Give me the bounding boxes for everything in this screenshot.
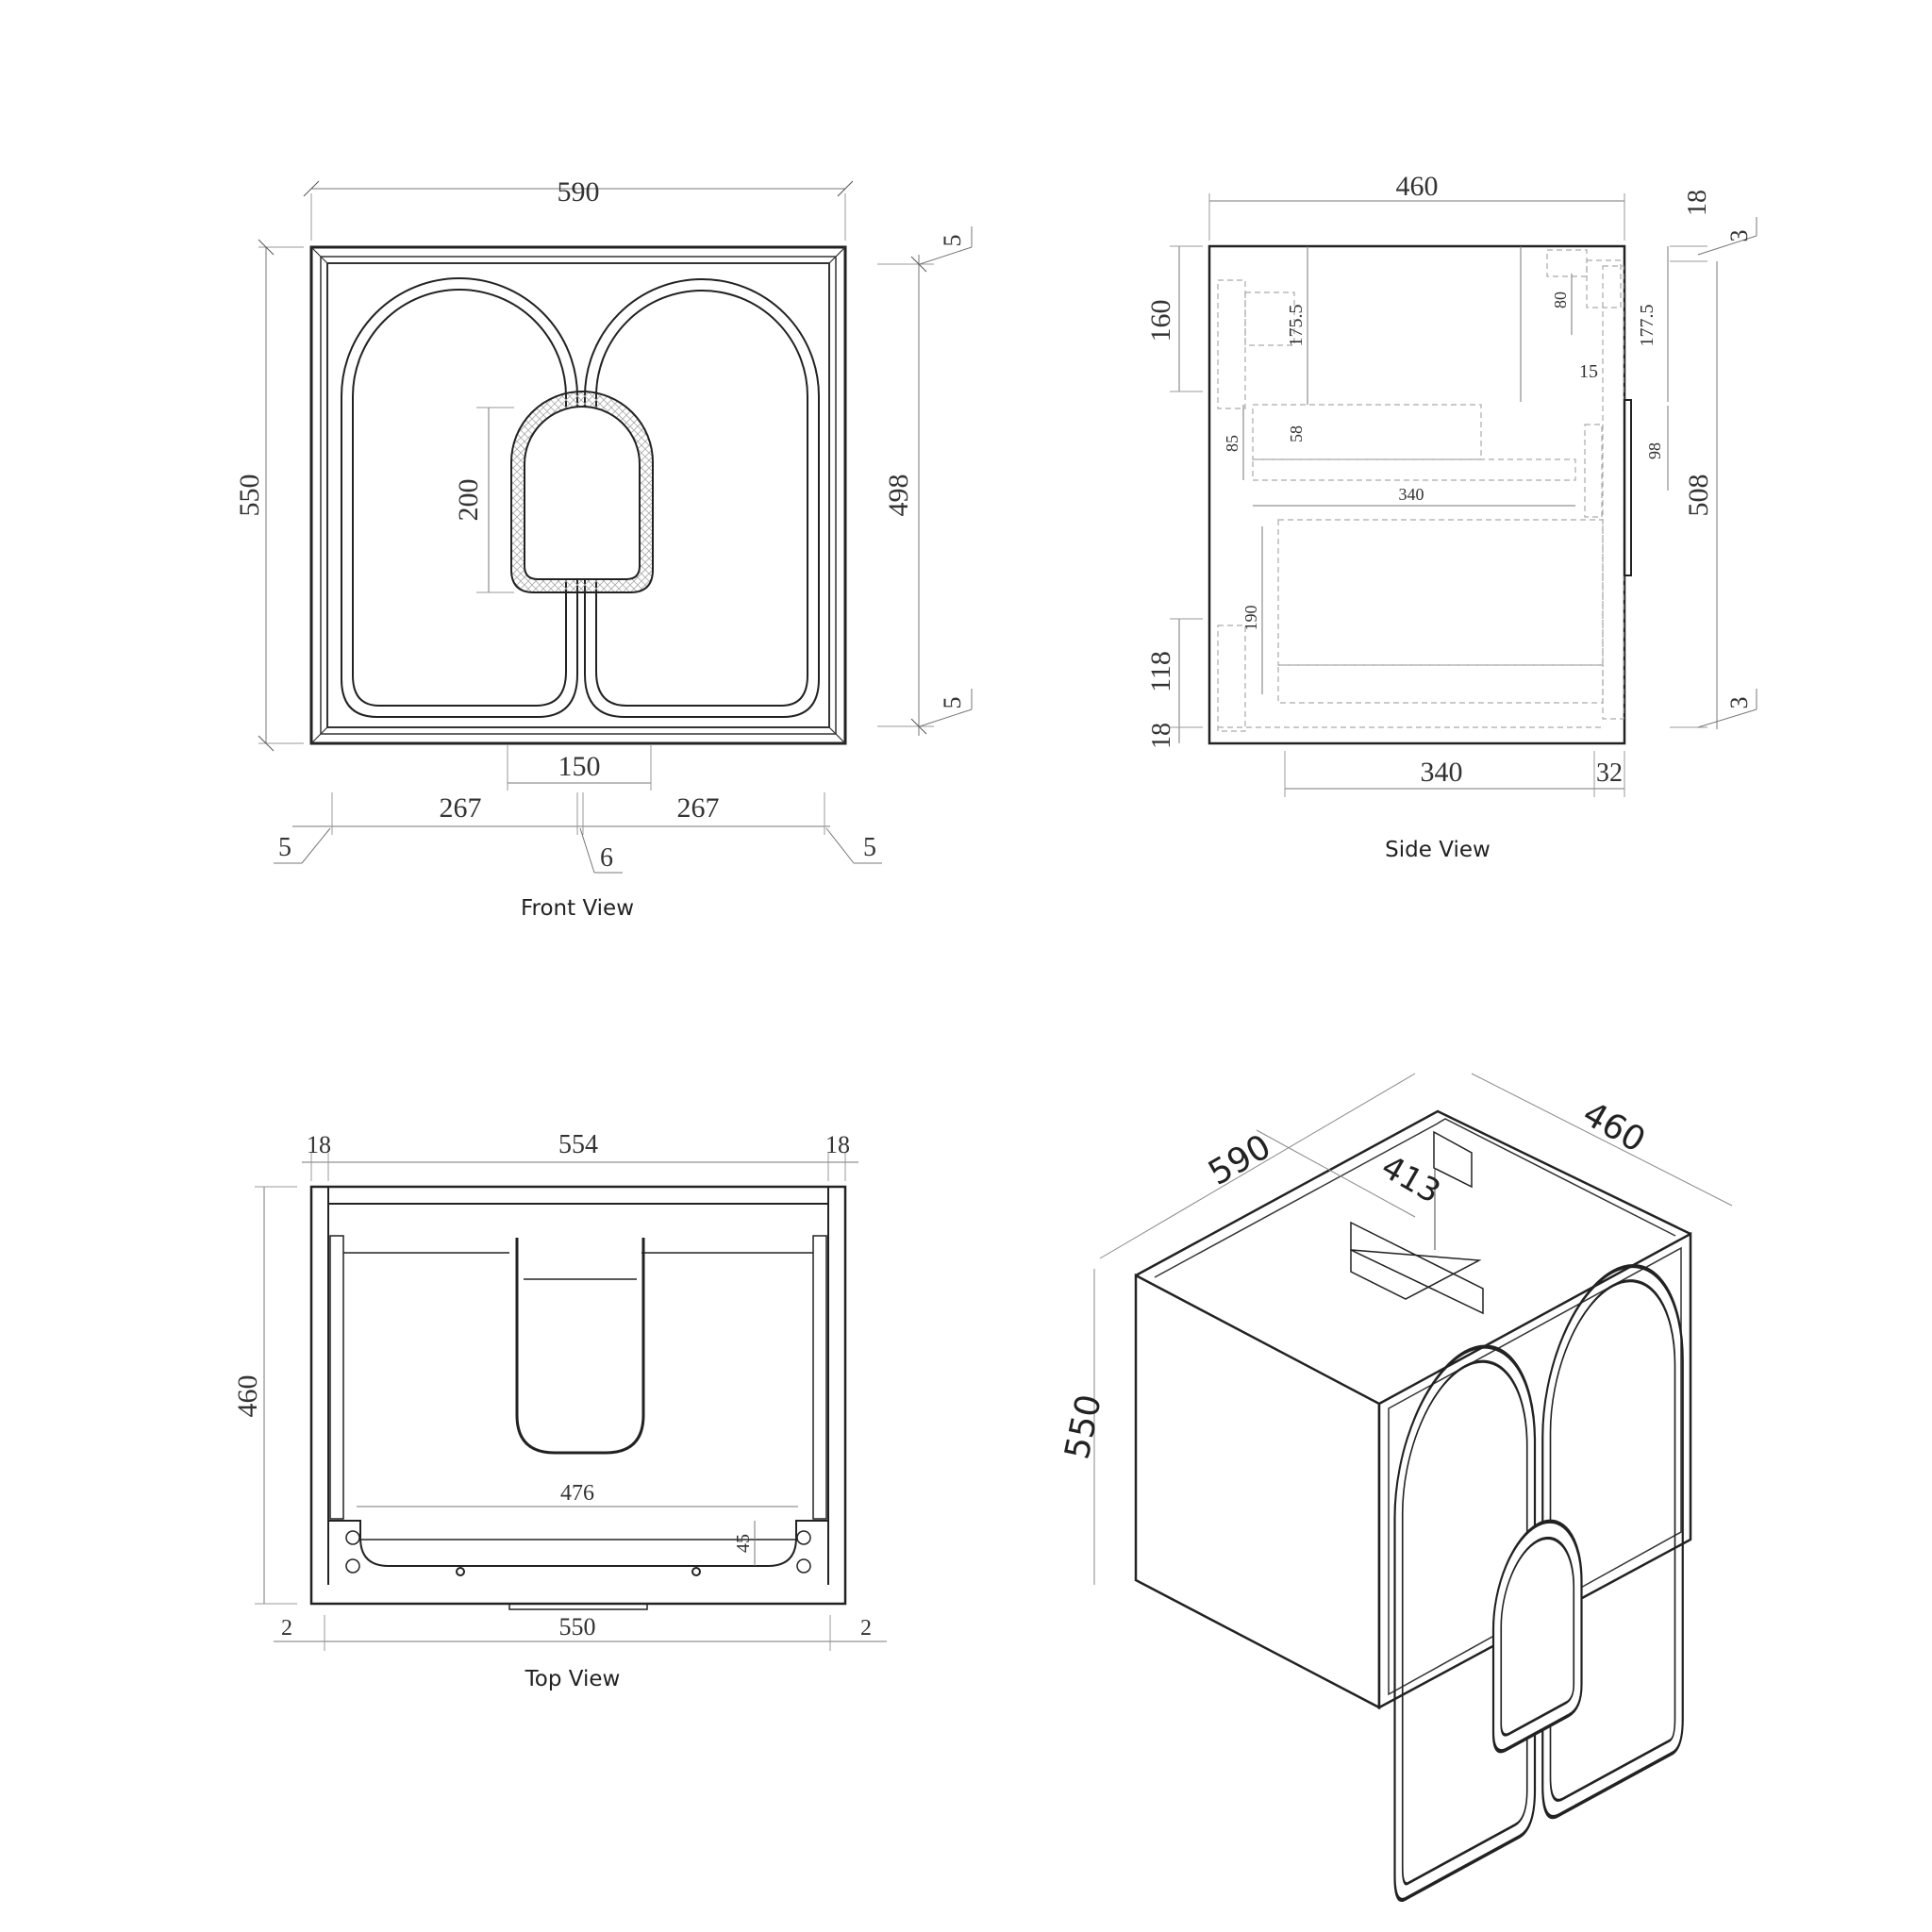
- dim-top-left-panel: 18: [307, 1131, 331, 1158]
- dim-top-left-gap: 2: [281, 1616, 292, 1641]
- dim-front-right-gap: 5: [863, 833, 876, 862]
- dim-side-rear-bracket: 80: [1551, 291, 1570, 308]
- dim-front-width: 590: [558, 176, 600, 208]
- dim-front-door-right: 267: [677, 792, 720, 824]
- dim-side-drawer-height: 85: [1223, 435, 1241, 452]
- dim-side-bracket-bottom: 118: [1145, 651, 1176, 692]
- dim-top-front-width: 550: [559, 1613, 596, 1641]
- dim-side-bottom-panel: 18: [1147, 723, 1176, 749]
- dim-side-bottom-depth: 340: [1421, 757, 1463, 788]
- dim-iso-width: 590: [1202, 1127, 1277, 1193]
- side-view: 460 18 3 160 175.5 80 177.5 15 85 58 98: [1145, 171, 1757, 862]
- dim-front-door-height: 498: [883, 475, 914, 517]
- dim-top-right-panel: 18: [825, 1131, 850, 1158]
- dim-side-to-handle: 177.5: [1637, 305, 1657, 347]
- dim-iso-height: 550: [1058, 1391, 1109, 1463]
- dim-side-door-height: 508: [1683, 475, 1714, 517]
- dim-front-handle-width: 150: [558, 751, 601, 782]
- dim-side-handle-length: 98: [1645, 442, 1664, 459]
- dim-side-drawer-top: 175.5: [1286, 305, 1307, 347]
- dim-top-depth: 460: [232, 1375, 263, 1418]
- top-view: 18 554 18 460 476 45 550 2 2 Top View: [232, 1130, 887, 1691]
- dim-side-depth: 460: [1396, 171, 1439, 202]
- left-door-arch: [341, 277, 578, 718]
- isometric-view: 590 460 550 413: [1058, 1073, 1733, 1903]
- dim-side-drawer-depth: 340: [1399, 485, 1424, 504]
- dim-front-height: 550: [234, 475, 265, 517]
- iso-handle: [1491, 1519, 1583, 1754]
- top-outline: [309, 1185, 847, 1606]
- dim-front-door-left: 267: [440, 792, 482, 824]
- dim-side-shelf-height: 190: [1241, 606, 1260, 631]
- dim-top-right-gap: 2: [860, 1616, 872, 1641]
- top-view-caption: Top View: [525, 1667, 621, 1691]
- dim-side-top-panel: 18: [1683, 190, 1712, 216]
- side-handle: [1624, 399, 1632, 576]
- dim-side-bottom-gap: 3: [1725, 697, 1753, 709]
- front-view-caption: Front View: [521, 896, 634, 921]
- front-outer-frame: [309, 245, 847, 745]
- dim-iso-depth: 460: [1576, 1094, 1652, 1160]
- dim-side-drawer-offset: 15: [1579, 361, 1598, 382]
- dim-front-center-gap: 6: [600, 843, 613, 873]
- dim-front-left-gap: 5: [278, 833, 291, 862]
- dim-side-bracket-top: 160: [1145, 300, 1176, 342]
- dim-side-drawer-inner: 58: [1287, 425, 1306, 442]
- front-inner-frame: [320, 256, 837, 735]
- dim-front-top-gap: 5: [939, 235, 966, 247]
- side-view-caption: Side View: [1385, 838, 1491, 862]
- top-u-cutout: [515, 1238, 645, 1455]
- dim-top-drawer-width: 476: [560, 1481, 594, 1506]
- front-view: 590 550 498 5 5 200 150: [234, 176, 973, 921]
- dim-front-handle-height: 200: [453, 479, 484, 522]
- dim-top-cutout-depth: 45: [733, 1534, 754, 1553]
- dim-top-inner-width: 554: [558, 1130, 598, 1159]
- dim-side-front-thickness: 32: [1596, 758, 1623, 788]
- dim-side-top-gap: 3: [1725, 230, 1753, 242]
- right-door-arch: [584, 278, 820, 718]
- dim-iso-inner: 413: [1374, 1148, 1446, 1211]
- iso-side-face: [1134, 1273, 1381, 1710]
- dim-front-bottom-gap: 5: [939, 697, 966, 709]
